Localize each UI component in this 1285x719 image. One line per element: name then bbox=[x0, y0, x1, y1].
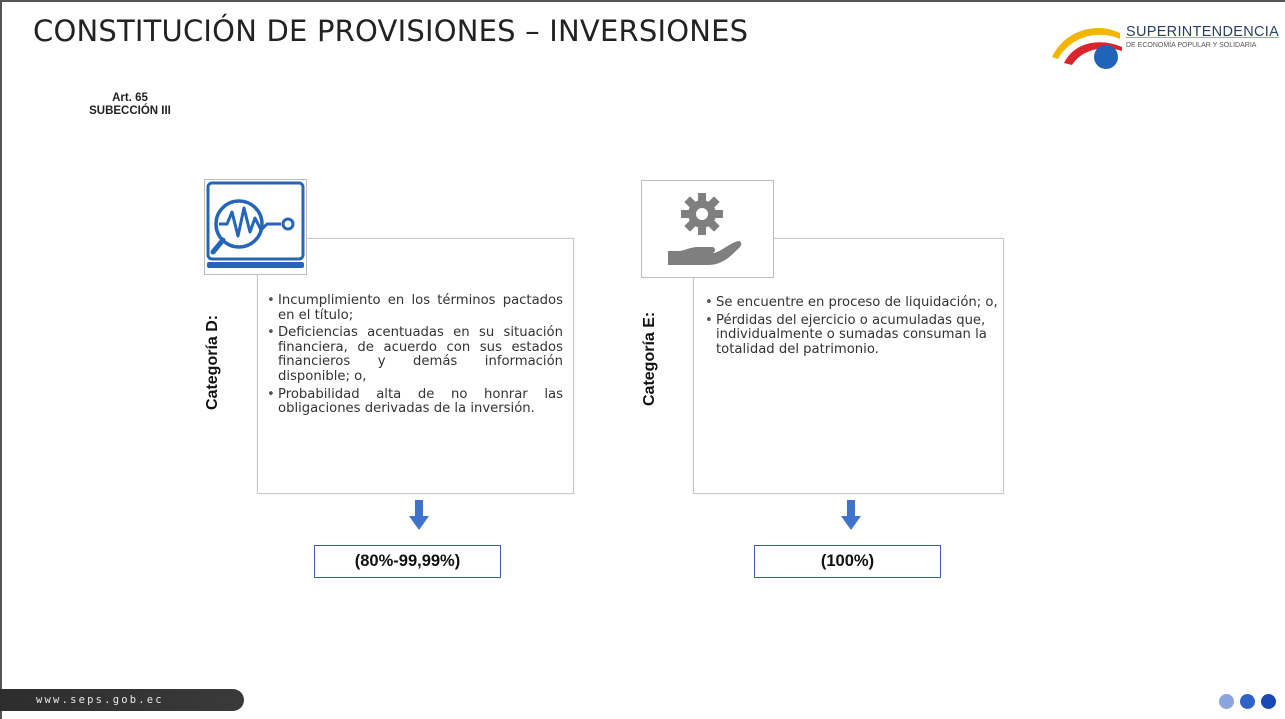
page-title: CONSTITUCIÓN DE PROVISIONES – INVERSIONE… bbox=[33, 14, 749, 48]
category-e-result: (100%) bbox=[754, 545, 941, 578]
footer-bar bbox=[0, 689, 244, 711]
footer-dots bbox=[1219, 694, 1276, 710]
category-e-label: Categoría E: bbox=[641, 311, 658, 406]
category-e-icon-box bbox=[641, 180, 774, 278]
category-e-bullet: Pérdidas del ejercicio o acumuladas que,… bbox=[703, 313, 998, 358]
category-d-bullet: Deficiencias acentuadas en su situación … bbox=[265, 325, 563, 384]
down-arrow-icon bbox=[841, 500, 861, 530]
article-number: Art. 65 bbox=[112, 92, 148, 104]
category-d-bullet: Incumplimiento en los términos pactados … bbox=[265, 293, 563, 323]
seps-logo: SUPERINTENDENCIA DE ECONOMÍA POPULAR Y S… bbox=[1048, 17, 1279, 71]
category-e-card bbox=[693, 238, 1004, 494]
footer-dot bbox=[1219, 694, 1234, 709]
footer-dot bbox=[1261, 694, 1276, 709]
category-e-bullets: Se encuentre en proceso de liquidación; … bbox=[703, 295, 998, 360]
article-subsection: SUBECCIÓN III bbox=[89, 105, 171, 117]
monitor-magnifier-pulse-icon bbox=[206, 181, 305, 268]
gear-on-hand-icon bbox=[668, 193, 742, 265]
category-d-result: (80%-99,99%) bbox=[314, 545, 501, 578]
footer-dot bbox=[1240, 694, 1255, 709]
category-d-bullets: Incumplimiento en los términos pactados … bbox=[265, 293, 563, 420]
article-reference: Art. 65 SUBECCIÓN III bbox=[60, 92, 200, 118]
category-d-icon-box bbox=[204, 179, 307, 275]
seps-logo-icon bbox=[1052, 27, 1122, 69]
category-d-bullet: Probabilidad alta de no honrar las oblig… bbox=[265, 387, 563, 417]
footer-url-link[interactable]: www.seps.gob.ec bbox=[36, 694, 164, 706]
logo-name: SUPERINTENDENCIA bbox=[1126, 24, 1280, 40]
logo-subtitle: DE ECONOMÍA POPULAR Y SOLIDARIA bbox=[1126, 42, 1257, 49]
category-e-bullet: Se encuentre en proceso de liquidación; … bbox=[703, 295, 998, 311]
down-arrow-icon bbox=[409, 500, 429, 530]
category-d-label: Categoría D: bbox=[204, 314, 221, 410]
